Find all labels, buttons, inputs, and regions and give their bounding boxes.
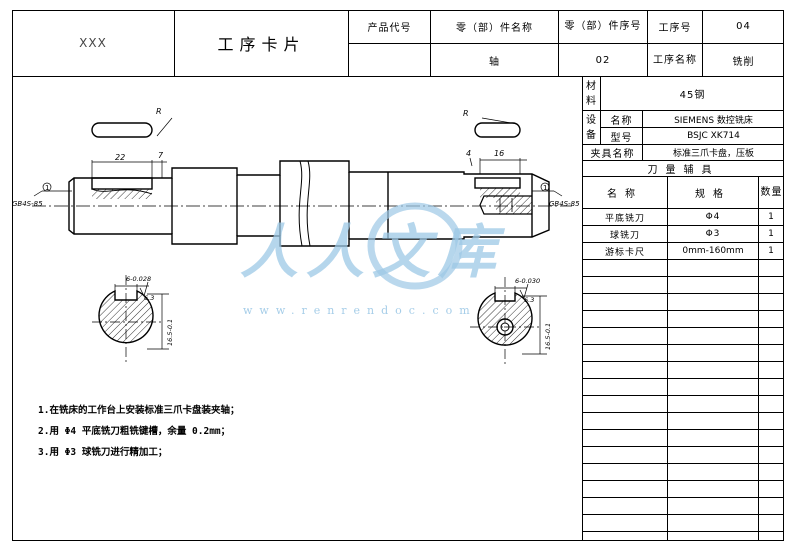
company-name: XXX — [79, 36, 107, 50]
dia-right: 16.5-0.1 — [544, 323, 552, 350]
equipment-name-label: 名称 — [610, 115, 633, 127]
op-no-value: 04 — [736, 21, 751, 32]
circle-mark-right: 1 — [543, 184, 547, 192]
tool-row-2-qty: 1 — [768, 229, 775, 239]
tool-row-3-spec: 0mm-160mm — [682, 246, 744, 256]
tools-col-name: 名称 — [607, 189, 643, 200]
shaft-drawing: R R 22 7 4 16 GB4S-85 GB4S-85 1 1 — [12, 107, 580, 365]
tool-row-3-qty: 1 — [768, 246, 775, 256]
product-code-label: 产品代号 — [367, 23, 412, 34]
tool-row-2-name: 球铣刀 — [609, 230, 640, 241]
equipment-label: 设备 — [586, 114, 597, 141]
equipment-model-value: BSJC XK714 — [687, 131, 740, 141]
gb-right: GB4S-85 — [549, 200, 580, 208]
dim-7: 7 — [158, 151, 164, 160]
tool-row-1-name: 平底铣刀 — [604, 213, 645, 224]
op-no-label: 工序号 — [658, 23, 692, 34]
tool-row-2-spec: Φ3 — [705, 229, 721, 239]
material-value: 45钢 — [679, 90, 706, 101]
dim-r-right: R — [463, 109, 469, 118]
tools-header: 刀量辅具 — [647, 165, 720, 176]
part-no-label: 零（部）件序号 — [564, 20, 642, 32]
ra-right: 6.3 — [524, 296, 534, 304]
ra-left: 6.3 — [144, 294, 154, 302]
part-name-value: 轴 — [489, 56, 500, 68]
dim-22: 22 — [115, 153, 125, 162]
process-steps: 1.在铣床的工作台上安装标准三爪卡盘装夹轴； 2.用 Φ4 平底铣刀粗铣键槽，余… — [38, 400, 239, 463]
dim-r-left: R — [156, 107, 162, 116]
step-3: 3.用 Φ3 球铣刀进行精加工； — [38, 447, 168, 458]
gb-left: GB4S-85 — [12, 200, 43, 208]
step-1: 1.在铣床的工作台上安装标准三爪卡盘装夹轴； — [38, 405, 240, 416]
fixture-value: 标准三爪卡盘，压板 — [672, 149, 754, 159]
equipment-name-value: SIEMENS 数控铣床 — [674, 115, 753, 126]
part-name-label: 零（部）件名称 — [456, 23, 533, 34]
equipment-model-label: 型号 — [610, 132, 633, 144]
tools-col-spec: 规格 — [695, 189, 731, 200]
tool-row-1-spec: Φ4 — [705, 212, 721, 222]
dim-16: 16 — [494, 149, 504, 158]
op-name-label: 工序名称 — [653, 54, 697, 66]
tool-row-3-name: 游标卡尺 — [604, 247, 645, 258]
part-no-value: 02 — [595, 54, 611, 66]
fixture-label: 夹具名称 — [590, 149, 635, 160]
watermark-url: www.renrendoc.com — [243, 304, 477, 317]
watermark-logo: 人人文库 — [240, 202, 498, 290]
product-code-value — [349, 44, 430, 76]
tol-right: 6-0.030 — [515, 277, 540, 285]
tool-row-1-qty: 1 — [768, 212, 775, 222]
dia-left: 16.5-0.1 — [166, 319, 174, 346]
dim-4: 4 — [466, 149, 471, 158]
card-title: 工序卡片 — [217, 35, 306, 54]
circle-mark-left: 1 — [45, 184, 49, 192]
material-label: 材料 — [586, 80, 597, 107]
op-name-value: 铣削 — [732, 56, 755, 68]
tol-left: 6-0.028 — [126, 275, 151, 283]
step-2: 2.用 Φ4 平底铣刀粗铣键槽，余量 0.2mm； — [38, 426, 231, 437]
tools-col-qty: 数量 — [760, 187, 783, 198]
